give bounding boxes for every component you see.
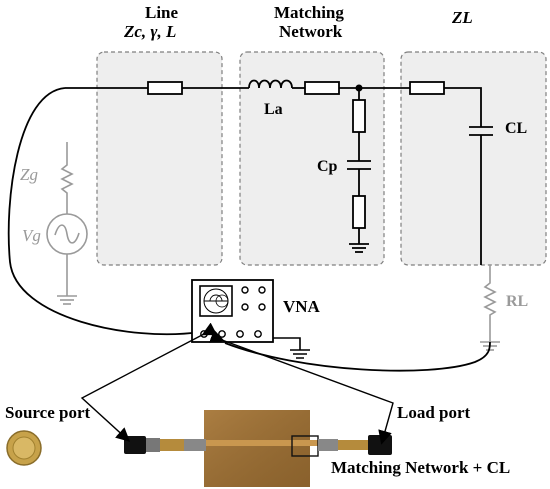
vna-instrument: [191, 279, 310, 359]
line-resistor: [147, 81, 183, 95]
matching-title-1: Matching: [274, 3, 344, 22]
load-resistor: [480, 265, 500, 351]
label-zg: Zg: [20, 165, 38, 184]
label-la: La: [264, 101, 283, 118]
matching-network-box: [239, 51, 385, 266]
label-rl: RL: [506, 293, 529, 310]
source-circuit: [46, 142, 88, 305]
source-port-label: Source port: [5, 403, 91, 422]
matching-title-2: Network: [279, 22, 343, 41]
port-arrows: [80, 322, 394, 445]
matching-series-resistor: [304, 81, 340, 95]
inductor-la: [248, 79, 293, 89]
matching-caption: Matching Network + CL: [331, 458, 511, 477]
label-cp: Cp: [317, 158, 338, 175]
load-series-resistor: [409, 81, 445, 95]
load-port-label: Load port: [397, 403, 471, 422]
vna-label: VNA: [283, 297, 320, 316]
line-title: Line: [145, 3, 179, 22]
line-section-box: [96, 51, 223, 266]
load-capacitor: [469, 126, 493, 265]
label-cl: CL: [505, 120, 528, 137]
load-section-box: [400, 51, 547, 266]
shunt-branch: [347, 84, 371, 253]
label-vg: Vg: [22, 226, 41, 245]
load-title: ZL: [452, 8, 473, 27]
line-params: Zc, γ, L: [124, 22, 177, 41]
